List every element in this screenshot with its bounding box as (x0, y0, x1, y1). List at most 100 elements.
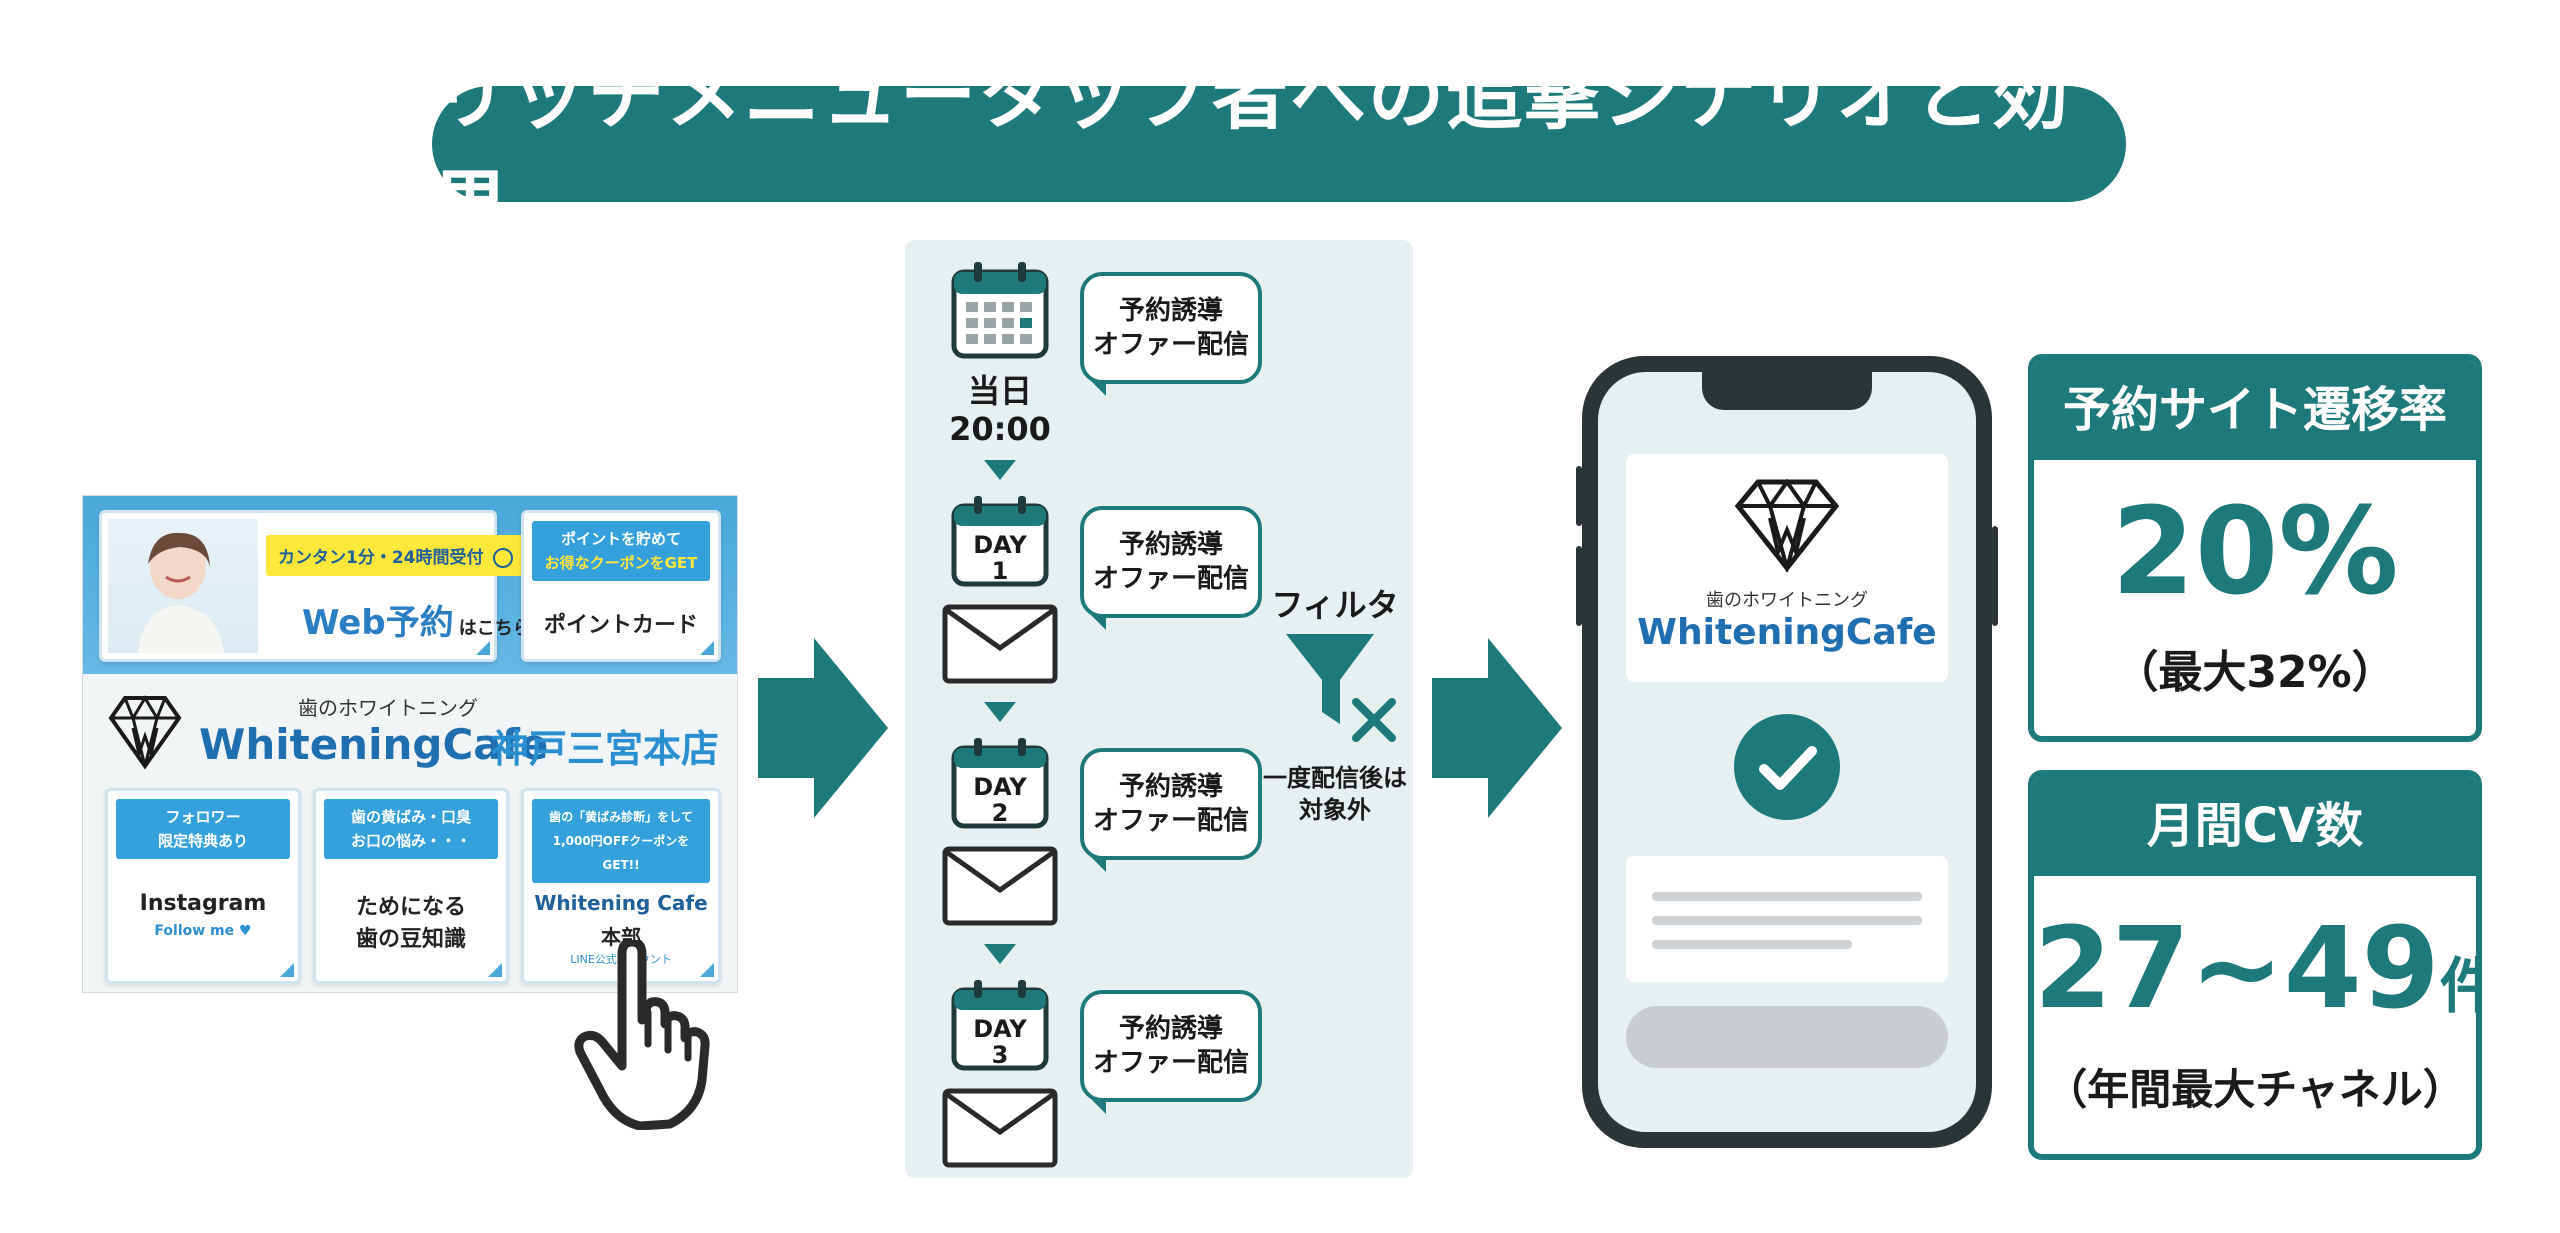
day-label: DAY 2 (950, 774, 1050, 826)
reserve-button-placeholder[interactable] (1626, 1006, 1948, 1068)
down-arrow-icon (984, 944, 1016, 964)
metric-value-group: 27~49件 (2034, 904, 2476, 1067)
flow-arrow-icon (1432, 638, 1562, 818)
phone-notch (1702, 372, 1872, 410)
bubble-tail (1090, 856, 1106, 872)
web-reserve-text: Web予約 はこちら (302, 595, 531, 644)
pointing-hand-icon (570, 937, 720, 1131)
filter-note: 一度配信後は 対象外 (1250, 762, 1420, 826)
metric-subtext: （最大32%） (2114, 647, 2396, 698)
offer-message-bubble: 予約誘導 オファー配信 (1080, 506, 1262, 618)
message-line2: オファー配信 (1092, 330, 1249, 360)
down-arrow-icon (984, 702, 1016, 722)
bubble-tail (1090, 614, 1106, 630)
message-line2: オファー配信 (1092, 1048, 1249, 1078)
cell-label-line2: 歯の豆知識 (355, 927, 466, 952)
point-card[interactable]: ポイントを貯めて お得なクーポンをGET ポイントカード (521, 510, 721, 662)
text-placeholder-line (1652, 892, 1922, 901)
step-time-line1: 当日 (967, 372, 1032, 410)
card-corner-mark (280, 963, 294, 977)
brand-name: WhiteningCafe (1637, 612, 1937, 653)
banner-line2: 限定特典あり (157, 832, 248, 850)
bubble-tail (1090, 380, 1106, 396)
woman-photo (108, 519, 258, 653)
card-corner-mark (488, 963, 502, 977)
calendar-icon (950, 496, 1050, 588)
tips-cell[interactable]: 歯の黄ばみ・口臭 お口の悩み・・・ ためになる 歯の豆知識 (313, 788, 509, 984)
calendar-icon (950, 738, 1050, 830)
envelope-icon (942, 1088, 1058, 1168)
phone-screen: 歯のホワイトニング WhiteningCafe (1598, 372, 1976, 1132)
badge-text: カンタン1分・24時間受付 (278, 548, 484, 568)
message-line2: オファー配信 (1092, 806, 1249, 836)
diamond-logo-icon (105, 692, 185, 772)
page-title: リッチメニュータップ者への追撃シナリオと効果 (432, 51, 2070, 250)
title-banner: リッチメニュータップ者への追撃シナリオと効果 (432, 51, 2126, 250)
banner-line2: 1,000円OFFクーポンをGET!! (552, 834, 690, 872)
instagram-cell[interactable]: フォロワー 限定特典あり Instagram Follow me ♥ (105, 788, 301, 984)
filter-note-line1: 一度配信後は (1263, 764, 1407, 792)
text-placeholder-line (1652, 916, 1922, 925)
cell-label: Instagram (139, 891, 267, 916)
offer-message-bubble: 予約誘導 オファー配信 (1080, 990, 1262, 1102)
smartphone: 歯のホワイトニング WhiteningCafe (1576, 356, 1998, 1148)
message-line1: 予約誘導 (1118, 530, 1223, 560)
message-preview-card (1626, 856, 1948, 982)
step-time-line2: 20:00 (949, 410, 1051, 448)
day-label-line2: 2 (991, 799, 1009, 827)
step-time-label: 当日 20:00 (930, 372, 1070, 448)
easy-reserve-badge: カンタン1分・24時間受付 (266, 535, 526, 576)
day-label: DAY 3 (950, 1016, 1050, 1068)
banner-line1: 歯の黄ばみ・口臭 (350, 808, 471, 826)
day-label-line1: DAY (973, 531, 1027, 559)
flow-arrow-icon (758, 638, 888, 818)
calendar-icon (950, 980, 1050, 1072)
point-banner: ポイントを貯めて お得なクーポンをGET (532, 521, 710, 581)
transition-rate-metric: 予約サイト遷移率 20% （最大32%） (2028, 354, 2482, 742)
tips-banner: 歯の黄ばみ・口臭 お口の悩み・・・ (324, 799, 498, 859)
day-label-line1: DAY (973, 1015, 1027, 1043)
bubble-tail (1090, 1098, 1106, 1114)
metric-title: 月間CV数 (2034, 776, 2476, 876)
rich-menu: カンタン1分・24時間受付 Web予約 はこちら ポイントを貯めて お得なクーポ… (82, 495, 738, 993)
filter-note-line2: 対象外 (1299, 796, 1371, 824)
cell-sublabel: Follow me ♥ (154, 923, 252, 939)
check-circle-icon (493, 548, 514, 568)
banner-line2: お口の悩み・・・ (350, 832, 471, 850)
checkmark-icon (1734, 714, 1840, 820)
cell-label: ためになる (355, 895, 466, 920)
envelope-icon (942, 604, 1058, 684)
day-label-line2: 1 (991, 557, 1009, 585)
metric-subtext: （年間最大チャネル） (2045, 1065, 2465, 1114)
point-banner-line2: お得なクーポンをGET (544, 554, 698, 572)
calendar-icon (950, 260, 1050, 360)
metric-unit: 件 (2440, 952, 2476, 1022)
filter-title: フィルタ (1271, 586, 1399, 624)
point-card-label: ポイントカード (543, 613, 698, 638)
message-line1: 予約誘導 (1118, 772, 1223, 802)
brand-subtitle: 歯のホワイトニング (298, 696, 478, 720)
instagram-banner: フォロワー 限定特典あり (116, 799, 290, 859)
metric-title: 予約サイト遷移率 (2034, 360, 2476, 460)
text-placeholder-line (1652, 940, 1852, 949)
envelope-icon (942, 846, 1058, 926)
monthly-cv-metric: 月間CV数 27~49件 （年間最大チャネル） (2028, 770, 2482, 1160)
phone-side-button (1576, 466, 1582, 526)
offer-message-bubble: 予約誘導 オファー配信 (1080, 272, 1262, 384)
offer-message-bubble: 予約誘導 オファー配信 (1080, 748, 1262, 860)
banner-line1: 歯の「黄ばみ診断」をして (549, 810, 693, 824)
message-line1: 予約誘導 (1118, 296, 1223, 326)
phone-side-button (1992, 526, 1998, 626)
web-reserve-small-label: はこちら (458, 618, 531, 639)
diamond-logo-icon (1732, 476, 1842, 576)
card-corner-mark (700, 641, 714, 655)
metric-value: 27~49 (2034, 904, 2440, 1034)
message-line2: オファー配信 (1092, 564, 1249, 594)
brand-name: WhiteningCafe (199, 720, 549, 769)
web-reserve-label: Web予約 (302, 603, 454, 643)
web-reserve-card[interactable]: カンタン1分・24時間受付 Web予約 はこちら (99, 510, 531, 662)
card-corner-mark (700, 963, 714, 977)
point-banner-line1: ポイントを貯めて (560, 530, 681, 548)
cell-label: Whitening Cafe (534, 891, 708, 915)
store-name: 神戸三宮本店 (491, 727, 720, 771)
